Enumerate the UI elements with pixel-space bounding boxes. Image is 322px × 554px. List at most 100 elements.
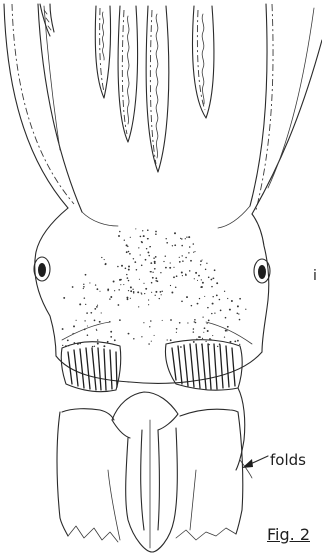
stipple-dot: [201, 286, 203, 288]
stipple-dot: [130, 237, 131, 238]
stipple-dot: [117, 266, 119, 268]
stipple-dot: [216, 294, 218, 296]
stipple-dot: [214, 312, 215, 313]
stipple-dot: [127, 298, 129, 300]
stipple-dot: [167, 339, 168, 340]
stipple-dot: [119, 231, 121, 233]
stipple-dot: [220, 310, 222, 312]
stipple-dot: [127, 246, 128, 247]
stipple-dot: [144, 293, 145, 294]
stipple-dot: [237, 305, 239, 307]
stipple-dot: [199, 298, 200, 299]
stipple-dot: [217, 346, 218, 347]
stipple-dot: [89, 282, 90, 283]
stipple-dot: [185, 274, 186, 275]
stipple-dot: [193, 331, 194, 332]
stipple-dot: [92, 346, 93, 347]
stipple-dot: [90, 312, 92, 314]
stipple-dot: [143, 235, 145, 237]
stipple-dot: [193, 341, 195, 343]
stipple-dot: [165, 255, 166, 256]
stipple-dot: [109, 298, 110, 299]
stipple-dot: [94, 346, 95, 347]
stipple-dot: [211, 279, 213, 281]
stipple-dot: [225, 317, 227, 319]
stipple-dot: [121, 265, 123, 267]
stipple-dot: [128, 266, 130, 268]
stipple-dot: [96, 330, 97, 331]
stipple-dot: [130, 286, 132, 288]
stipple-dot: [105, 263, 107, 265]
stipple-dot: [208, 320, 210, 322]
stipple-dot: [118, 289, 119, 290]
stipple-dot: [114, 339, 116, 341]
stipple-dot: [124, 240, 125, 241]
stipple-dot: [120, 284, 121, 285]
left-outer-arm: [4, 4, 82, 212]
stipple-dot: [119, 319, 121, 321]
stipple-dot: [231, 300, 233, 302]
stipple-dot: [163, 261, 164, 262]
stipple-dot: [182, 260, 184, 262]
stipple-dot: [114, 290, 115, 291]
stipple-dot: [142, 230, 143, 231]
stipple-dot: [133, 291, 134, 292]
stipple-dot: [62, 345, 63, 346]
stipple-dot: [191, 305, 193, 307]
stipple-dot: [179, 322, 181, 324]
stipple-dot: [85, 274, 87, 276]
gladius: [126, 420, 178, 552]
stipple-dot: [79, 303, 81, 305]
stipple-dot: [172, 245, 173, 246]
stipple-dot: [202, 316, 203, 317]
stipple-dot: [234, 340, 236, 342]
stipple-dot: [154, 335, 155, 336]
stipple-dot: [128, 269, 130, 271]
stipple-dot: [224, 291, 225, 292]
stipple-dot: [193, 328, 195, 330]
stipple-dot: [170, 319, 172, 321]
stipple-dot: [180, 346, 182, 348]
stipple-dot: [208, 277, 210, 279]
stipple-dot: [152, 277, 154, 279]
stipple-dot: [194, 319, 196, 321]
stipple-dot: [237, 340, 239, 342]
stipple-dot: [212, 335, 213, 336]
stipple-dot: [141, 241, 143, 243]
arm-2: [118, 6, 138, 142]
stipple-dot: [73, 325, 75, 327]
stipple-dot: [110, 331, 112, 333]
stipple-dot: [203, 332, 204, 333]
stipple-dot: [189, 246, 191, 248]
stipple-dot: [200, 260, 202, 262]
stipple-dot: [174, 232, 176, 234]
stipple-dot: [170, 339, 172, 341]
stipple-dot: [151, 292, 152, 293]
stipple-dot: [212, 296, 213, 297]
stipple-dot: [145, 288, 147, 290]
stipple-dot: [179, 257, 180, 258]
stipple-dot: [132, 289, 133, 290]
stipple-dot: [189, 270, 191, 272]
stipple-dot: [151, 282, 153, 284]
stipple-dot: [205, 341, 206, 342]
stipple-dot: [63, 297, 65, 299]
stipple-dot: [173, 267, 174, 268]
stipple-dot: [207, 307, 209, 309]
stipple-dot: [85, 304, 86, 305]
stipple-dot: [155, 295, 156, 296]
stippled-region: [62, 228, 247, 348]
stipple-dot: [155, 233, 157, 235]
stipple-dot: [194, 278, 195, 279]
stipple-dot: [86, 312, 88, 314]
stipple-dot: [126, 274, 127, 275]
arm-4: [193, 6, 215, 118]
stipple-dot: [239, 344, 240, 345]
stipple-dot: [67, 340, 69, 342]
stipple-dot: [181, 255, 182, 256]
stipple-dot: [188, 252, 189, 253]
figure-label: Fig. 2: [267, 525, 310, 544]
stipple-dot: [83, 288, 84, 289]
stipple-dot: [126, 297, 128, 299]
stipple-dot: [175, 287, 177, 289]
